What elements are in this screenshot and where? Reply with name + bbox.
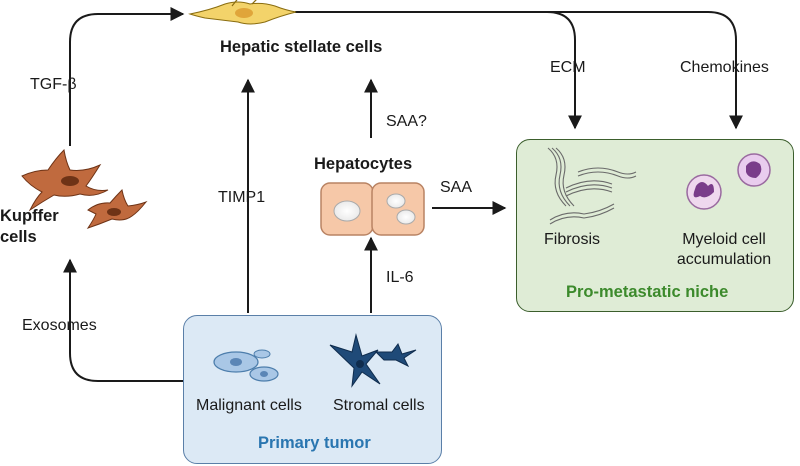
niche-title: Pro-metastatic niche — [566, 283, 729, 301]
chemokines-label: Chemokines — [680, 59, 769, 76]
il6-label: IL-6 — [386, 269, 414, 286]
myeloid-label: Myeloid cell accumulation — [676, 231, 772, 268]
fibrosis-icon — [547, 147, 637, 225]
saa-question-label: SAA? — [386, 113, 427, 130]
saa-label: SAA — [440, 179, 473, 196]
stellate-cells-label: Hepatic stellate cells — [220, 38, 383, 56]
exosomes-label: Exosomes — [22, 317, 97, 334]
fibrosis-label: Fibrosis — [544, 231, 601, 248]
malignant-cells-label: Malignant cells — [196, 397, 302, 414]
ecm-label: ECM — [550, 59, 586, 76]
arrow-stellate-to-niche-ecm — [295, 11, 582, 130]
kupffer-cell-icon — [21, 148, 148, 229]
myeloid-cells-icon — [686, 153, 771, 210]
arrow-stellate-to-niche-chemokines — [547, 11, 743, 130]
malignant-cells-icon — [213, 349, 279, 382]
hepatocytes-label: Hepatocytes — [314, 155, 413, 173]
stromal-cells-icon — [329, 333, 417, 388]
stellate-cell-icon — [188, 0, 297, 25]
primary-tumor-title: Primary tumor — [258, 434, 371, 452]
stromal-cells-label: Stromal cells — [333, 397, 425, 414]
hepatocytes-icon — [320, 182, 425, 236]
arrow-kupffer-to-stellate — [69, 7, 185, 146]
kupffer-cells-label: Kupffer cells — [0, 207, 59, 246]
arrow-tumor-to-kupffer — [63, 258, 183, 382]
tgf-beta-label: TGF-β — [30, 76, 77, 93]
primary-tumor-box — [183, 315, 442, 464]
timp1-label: TIMP1 — [218, 189, 266, 206]
